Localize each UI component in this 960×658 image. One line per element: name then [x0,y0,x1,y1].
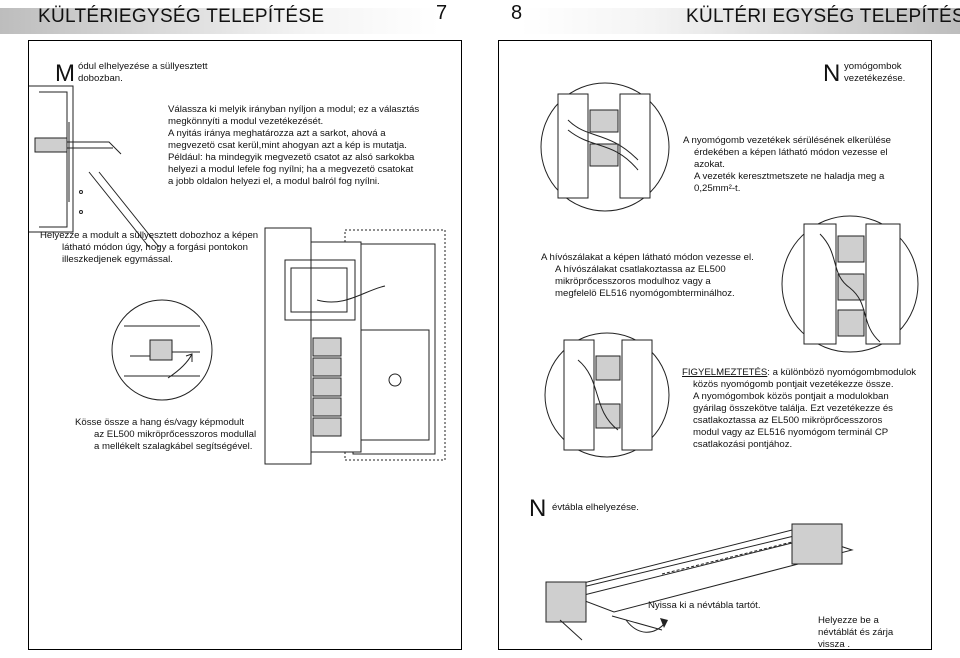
text-line: Például: ha mindegyik megvezetö csatot a… [168,152,415,163]
text-line: gyárilag összekötve találja. Ezt vezeték… [693,403,893,414]
right-section1-title-line1: yomógombok [844,61,902,72]
text-line: helyezi a modul lefele fog nyílni; ha a … [168,164,414,175]
left-header-bar [0,8,440,34]
flush-box-module-illustration [264,227,446,465]
left-section-initial: M [55,60,75,87]
text-line: A nyomógomb vezetékek sérülésének elkerü… [683,135,891,146]
right-section1-initial: N [823,60,841,87]
right-page-frame [498,40,932,650]
text-line: Válassza ki melyik irányban nyíljon a mo… [168,104,420,115]
right-section2-title: évtábla elhelyezése. [552,502,639,513]
right-page-title: KÜLTÉRI EGYSÉG TELEPÍTÉSE [686,6,960,27]
warning-label: FIGYELMEZTETÉS [682,367,768,378]
text-line: csatlakozási pontjához. [693,439,793,450]
common-point-wiring-illustration [544,332,670,458]
text-line: A vezeték keresztmetszete ne haladja meg… [694,171,885,182]
text-line: A nyitás iránya meghatározza azt a sarko… [168,128,386,139]
text-line: A nyomógombok közös pontjait a modulokba… [693,391,889,402]
left-page-title: KÜLTÉRIEGYSÉG TELEPÍTÉSE [38,6,325,27]
hinge-detail-illustration [111,299,213,401]
call-wires-illustration [781,215,919,353]
text-line: mikröprőcesszoros modulhoz vagy a [555,276,711,287]
text-line: Kösse össze a hang és/vagy képmodult [75,417,245,428]
text-line: a mellékelt szalagkábel segítségével. [94,441,253,452]
right-header-bar [520,8,960,34]
left-page-frame [28,40,462,650]
text-line: vissza . [818,639,850,650]
text-line: Helyezze be a [818,615,879,626]
text-line: megvezetö csat kerül,mint ahogyan azt a … [168,140,407,151]
text-line: megkönnyíti a modul vezetékezését. [168,116,324,127]
text-line: névtáblát és zárja [818,627,894,638]
right-page-number: 8 [511,2,523,24]
caption-open-holder: Nyissa ki a névtábla tartót. [648,600,761,611]
text-line: érdekében a képen látható módon vezesse … [694,147,888,158]
text-line: Helyezze a modult a süllyesztett dobozho… [40,230,259,241]
nameplate-holder-illustration [545,523,854,641]
text-line: az EL500 mikröprőcesszoros modullal [94,429,257,440]
box-corner-illustration [29,85,160,248]
left-section-title-line1: ódul elhelyezése a süllyesztett [78,61,208,72]
text-line: A hívószálakat csatlakoztassa az EL500 [555,264,726,275]
left-page-number: 7 [436,2,448,24]
text-line: 0,25mm²-t. [694,183,741,194]
text-line: modul vagy az EL516 nyomógom terminál CP [693,427,889,438]
right-section1-title-line2: vezetékezése. [844,73,906,84]
left-section-title-line2: dobozban. [78,73,123,84]
right-section2-initial: N [529,495,547,522]
text-line: a jobb oldalon helyezi el, a modul balró… [168,176,380,187]
text-line: közös nyomógomb pontjait vezetékezze öss… [693,379,894,390]
text-line: illeszkedjenek egymással. [62,254,173,265]
text-line: azokat. [694,159,725,170]
text-line: A hívószálakat a képen látható módon vez… [541,252,754,263]
pushbutton-wiring-illustration [540,82,670,212]
rotate-arrow-icon [625,618,668,633]
warning-line: FIGYELMEZTETÉS: a különbözö nyomógombmod… [682,367,916,379]
text-line: megfelelö EL516 nyomógombterminálhoz. [555,288,735,299]
text-line: látható módon úgy, hogy a forgási pontok… [62,242,248,253]
warning-rest: : a különbözö nyomógombmodulok [767,367,917,378]
text-line: csatlakoztassa az EL500 mikröprőcesszoro… [693,415,883,426]
